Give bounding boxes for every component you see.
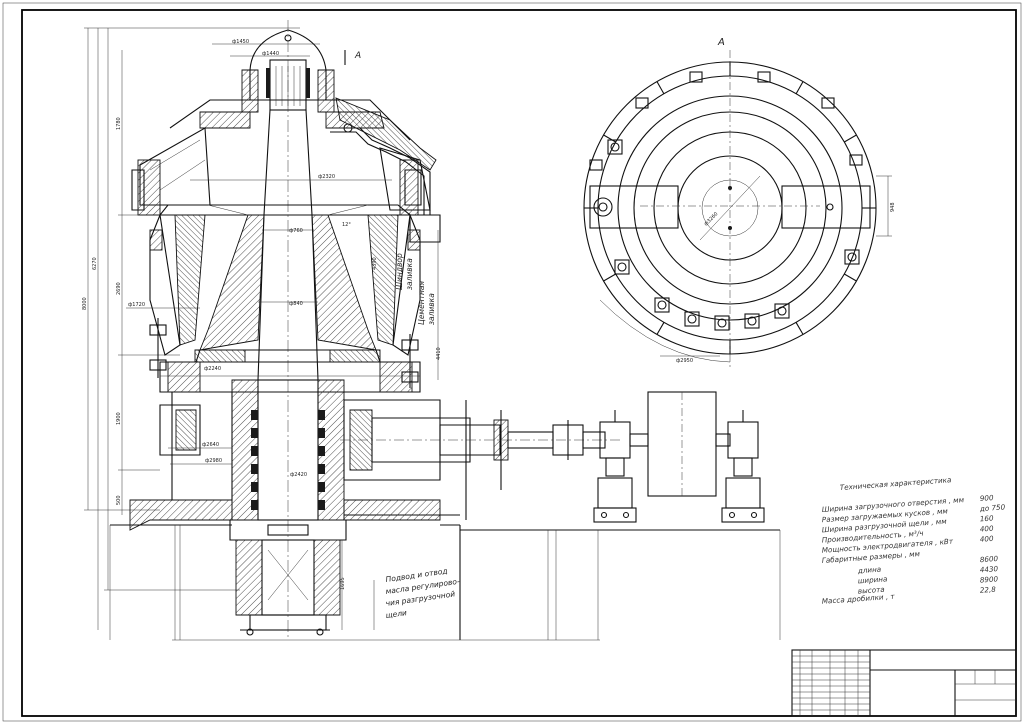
dim-d5: ф840 [289,301,303,307]
dim-angle: 12° [342,222,351,228]
spec-row-value: 160 [980,513,995,523]
spec-row-label: ширина [858,574,888,585]
dim-d11: ф3260 [703,211,719,227]
dim-d6: ф1720 [128,302,145,308]
dim-v5: 1900 [116,412,122,425]
dim-v7: 4390 [372,257,378,270]
spec-row-value: 8900 [980,574,999,584]
plan-view-a: А [583,37,896,370]
dim-v1: 1780 [116,117,122,130]
bearing-liner-right [318,410,325,510]
babbitt-label-1: Шиндвор [395,253,404,290]
dim-d2: ф1440 [262,51,279,57]
dim-v9: 1695 [340,577,346,590]
view-label: А [717,37,725,48]
dim-v6: 500 [116,495,122,505]
dim-d7: ф2240 [204,366,221,372]
oil-label-4: щели [385,608,408,620]
specs-block: Техническая характеристика Ширина загруз… [822,475,1006,606]
crusher-section-view: 8000 6270 1780 2690 1900 500 ф1450 ф1440… [82,20,620,640]
dim-d9: ф2640 [202,442,219,448]
specs-title: Техническая характеристика [840,475,952,492]
spec-row-value: 4430 [980,564,999,574]
spec-row-label: длина [857,565,882,576]
spec-row-value: 400 [980,524,995,534]
title-block [791,649,1017,717]
drive-train [172,391,781,641]
dim-v10: 948 [890,202,896,212]
dim-v3: 8000 [82,297,88,310]
dim-d3: ф2320 [318,174,335,180]
dim-d1: ф1450 [232,39,249,45]
dim-d10: ф2980 [205,458,222,464]
dim-d12: ф2950 [676,358,693,364]
dim-d4: ф760 [289,228,303,234]
bolt-pockets [589,71,863,331]
cement-label-2: заливка [427,293,436,325]
spec-row-value: до 750 [979,502,1006,513]
dim-v2: 6270 [92,257,98,270]
dim-d8: ф2420 [290,472,307,478]
spec-row-label: высота [858,585,885,596]
spec-row-value: 900 [980,493,995,503]
sheet-border [21,9,1017,717]
dim-v8: 4410 [436,347,442,360]
section-mark: А [354,51,361,61]
dim-v4: 2690 [116,282,122,295]
spec-row-label: Масса дробилки , т [822,592,896,606]
bearing-liner-left [251,410,258,510]
ring-segments [584,62,876,354]
cement-label-1: Цементная [417,281,426,325]
spec-row-value: 400 [980,534,995,544]
spec-row-value: 8600 [980,554,999,564]
spec-row-value: 22,8 [980,585,997,595]
babbitt-label-2: заливка [405,258,414,290]
